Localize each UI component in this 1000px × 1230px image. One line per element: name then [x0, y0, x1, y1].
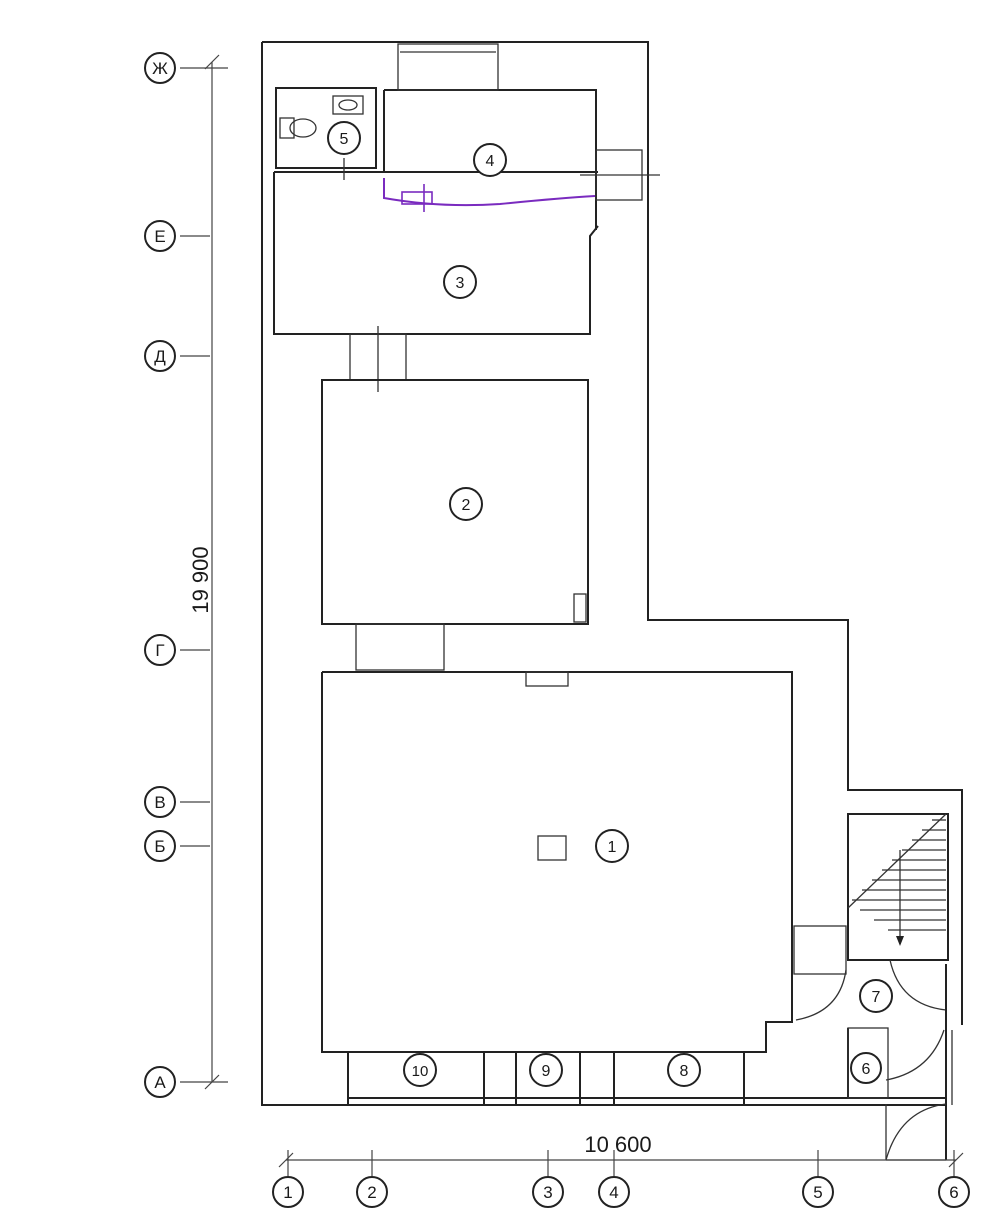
vertical-dimension: 19 900	[188, 54, 220, 1090]
axis-marker-v: В	[144, 786, 176, 818]
horizontal-dimension: 10 600	[278, 1132, 964, 1168]
axis-label-zh: Ж	[152, 59, 168, 78]
room-5-walls	[275, 87, 377, 169]
room-number-2: 2	[462, 497, 471, 514]
room-number-10: 10	[412, 1063, 429, 1080]
room-label-9: 9	[529, 1053, 563, 1087]
vertical-dimension-text: 19 900	[188, 546, 213, 613]
room-number-8: 8	[680, 1063, 689, 1080]
room-number-1: 1	[608, 839, 617, 856]
axis-marker-6: 6	[938, 1176, 970, 1208]
room-4-3-walls	[273, 43, 660, 392]
room-label-4: 4	[473, 143, 507, 177]
axis-label-d: Д	[154, 347, 166, 366]
axis-label-b: Б	[154, 837, 165, 856]
room-number-6: 6	[862, 1061, 871, 1078]
annotation-scribble	[383, 178, 596, 212]
axis-label-6: 6	[949, 1183, 958, 1202]
axis-label-4: 4	[609, 1183, 618, 1202]
room-2-walls	[321, 379, 589, 671]
room-number-9: 9	[542, 1063, 551, 1080]
axis-label-e: Е	[154, 227, 165, 246]
axis-label-a: А	[154, 1073, 166, 1092]
axis-marker-5: 5	[802, 1176, 834, 1208]
room-label-6: 6	[850, 1052, 882, 1084]
bottom-rooms	[347, 1052, 745, 1105]
room-label-8: 8	[667, 1053, 701, 1087]
axis-marker-zh: Ж	[144, 52, 176, 84]
axis-marker-g: Г	[144, 634, 176, 666]
axis-marker-3: 3	[532, 1176, 564, 1208]
room-number-4: 4	[486, 153, 495, 170]
room-labels: 1 2 3 4 5 6 7 8	[327, 121, 893, 1087]
axis-marker-4: 4	[598, 1176, 630, 1208]
room-1-walls	[321, 671, 793, 1053]
axis-label-3: 3	[543, 1183, 552, 1202]
room-label-2: 2	[449, 487, 483, 521]
room-number-5: 5	[340, 131, 349, 148]
axis-label-g: Г	[155, 641, 164, 660]
axis-marker-a: А	[144, 1066, 176, 1098]
room-label-3: 3	[443, 265, 477, 299]
column-axis-markers: 1 2 3 4 5 6	[272, 1150, 970, 1208]
axis-marker-1: 1	[272, 1176, 304, 1208]
room-number-7: 7	[872, 989, 881, 1006]
axis-marker-2: 2	[356, 1176, 388, 1208]
room-number-3: 3	[456, 275, 465, 292]
axis-marker-e: Е	[144, 220, 176, 252]
axis-label-v: В	[154, 793, 165, 812]
room-label-1: 1	[595, 829, 629, 863]
axis-marker-d: Д	[144, 340, 176, 372]
room-label-10: 10	[403, 1053, 437, 1087]
room-label-7: 7	[859, 979, 893, 1013]
axis-label-2: 2	[367, 1183, 376, 1202]
room-label-5: 5	[327, 121, 361, 155]
axis-marker-b: Б	[144, 830, 176, 862]
axis-label-1: 1	[283, 1183, 292, 1202]
axis-label-5: 5	[813, 1183, 822, 1202]
outer-walls	[261, 41, 963, 1106]
row-axis-markers: Ж Е Д Г В Б А	[144, 52, 228, 1098]
horizontal-dimension-text: 10 600	[584, 1132, 651, 1157]
